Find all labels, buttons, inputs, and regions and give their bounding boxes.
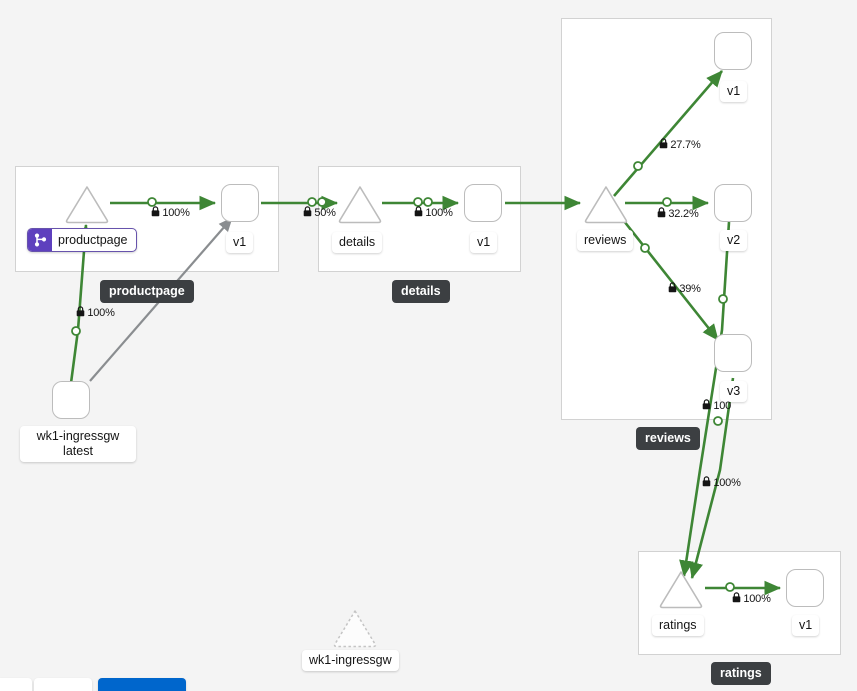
edge-label-productpage-v1-to-details: 50% bbox=[285, 194, 336, 232]
virtual-service-icon bbox=[28, 229, 52, 251]
node-label-details-service: details bbox=[332, 232, 383, 253]
node-productpage-v1[interactable] bbox=[221, 184, 259, 222]
node-wk1-ingressgw-service[interactable] bbox=[332, 608, 378, 648]
mtls-lock-icon bbox=[133, 194, 160, 232]
edge-label-reviews-to-v3: 39% bbox=[650, 270, 701, 308]
edge-percent: 100% bbox=[87, 307, 115, 319]
toolbar-fragment-legend[interactable] bbox=[0, 678, 32, 691]
node-label-reviews-service: reviews bbox=[577, 230, 634, 251]
edge-label-productpage-service-to-v1: 100% bbox=[133, 194, 190, 232]
edge-percent: 50% bbox=[314, 207, 336, 219]
mtls-lock-icon bbox=[396, 194, 423, 232]
node-reviews-service[interactable] bbox=[583, 184, 629, 224]
mtls-lock-icon bbox=[650, 270, 677, 308]
group-tooltip-reviews: reviews bbox=[636, 427, 700, 450]
mtls-lock-icon bbox=[641, 126, 668, 164]
node-wk1-ingressgw-latest[interactable] bbox=[52, 381, 90, 419]
virtual-service-badge-label: productpage bbox=[58, 233, 128, 247]
edge-percent: 100% bbox=[743, 593, 771, 605]
group-tooltip-ratings: ratings bbox=[711, 662, 771, 685]
virtual-service-badge-productpage[interactable]: productpage bbox=[27, 228, 137, 252]
edge-label-reviews-to-v1: 27.7% bbox=[641, 126, 701, 164]
edge-label-v2-to-ratings: 100 bbox=[684, 387, 731, 425]
node-label-details-v1: v1 bbox=[470, 232, 498, 253]
edge-percent: 27.7% bbox=[670, 139, 701, 151]
mtls-lock-icon bbox=[684, 464, 711, 502]
node-ratings-v1[interactable] bbox=[786, 569, 824, 607]
node-reviews-v3[interactable] bbox=[714, 334, 752, 372]
node-label-wk1-ingressgw-latest: wk1-ingressgw latest bbox=[20, 426, 136, 462]
edge-percent: 32.2% bbox=[668, 208, 699, 220]
edge-label-details-service-to-v1: 100% bbox=[396, 194, 453, 232]
node-productpage-service[interactable] bbox=[64, 184, 110, 224]
node-reviews-v1[interactable] bbox=[714, 32, 752, 70]
edge-percent: 39% bbox=[679, 283, 701, 295]
edge-label-reviews-to-v2: 32.2% bbox=[639, 195, 699, 233]
node-ratings-service[interactable] bbox=[658, 569, 704, 609]
node-label-ratings-v1: v1 bbox=[792, 615, 820, 636]
mtls-lock-icon bbox=[58, 294, 85, 332]
edge-percent: 100% bbox=[713, 477, 741, 489]
edge-percent: 100% bbox=[162, 207, 190, 219]
mtls-lock-icon bbox=[714, 580, 741, 618]
node-details-service[interactable] bbox=[337, 184, 383, 224]
node-label-reviews-v1: v1 bbox=[720, 81, 748, 102]
node-label-reviews-v2: v2 bbox=[720, 230, 748, 251]
mtls-lock-icon bbox=[285, 194, 312, 232]
toolbar-fragment-primary-button[interactable] bbox=[98, 678, 186, 691]
edge-percent: 100 bbox=[713, 400, 732, 412]
mtls-lock-icon bbox=[684, 387, 711, 425]
node-label-reviews-v3: v3 bbox=[720, 381, 748, 402]
mtls-lock-icon bbox=[639, 195, 666, 233]
node-details-v1[interactable] bbox=[464, 184, 502, 222]
node-label-productpage-v1: v1 bbox=[226, 232, 254, 253]
edge-percent: 100% bbox=[425, 207, 453, 219]
node-label-ratings-service: ratings bbox=[652, 615, 704, 636]
node-reviews-v2[interactable] bbox=[714, 184, 752, 222]
group-tooltip-details: details bbox=[392, 280, 450, 303]
edge-label-ingress-to-productpage: 100% bbox=[58, 294, 115, 332]
group-tooltip-productpage: productpage bbox=[100, 280, 194, 303]
toolbar-fragment-graph-type[interactable] bbox=[34, 678, 92, 691]
edge-label-v3-to-ratings: 100% bbox=[684, 464, 741, 502]
node-label-wk1-ingressgw-service: wk1-ingressgw bbox=[302, 650, 399, 671]
edge-label-ratings-service-to-v1: 100% bbox=[714, 580, 771, 618]
